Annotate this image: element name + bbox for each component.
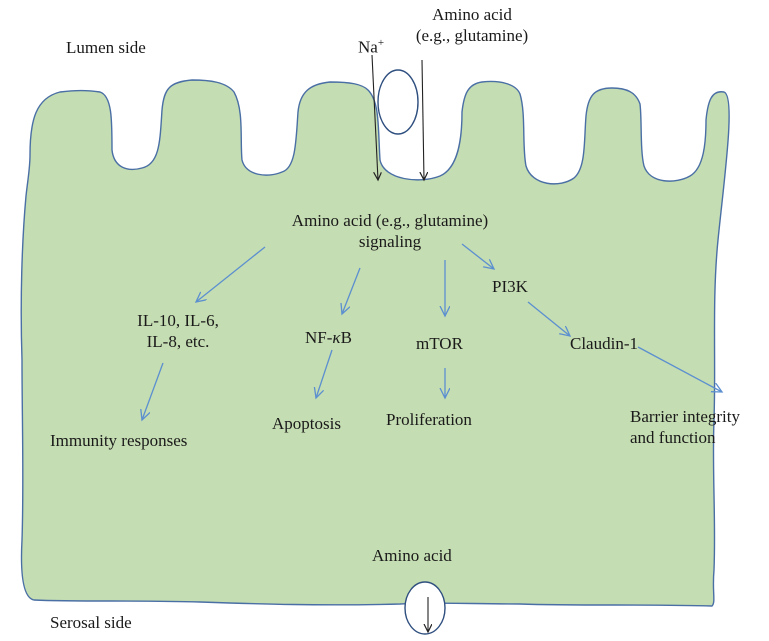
apoptosis-label: Apoptosis	[272, 413, 341, 434]
amino-acid-transport-arrow	[422, 60, 424, 180]
mtor-label: mTOR	[416, 333, 463, 354]
nfkb-prefix: NF-	[305, 328, 332, 347]
amino-acid-input-line2: (e.g., glutamine)	[382, 25, 562, 46]
apical-transporter	[378, 70, 418, 134]
serosal-side-label: Serosal side	[50, 612, 132, 633]
amino-acid-input-line1: Amino acid	[382, 4, 562, 25]
signaling-label: Amino acid (e.g., glutamine) signaling	[240, 210, 540, 252]
nfkb-kappa: κ	[332, 328, 340, 347]
barrier-line2: and function	[630, 427, 740, 448]
signaling-line2: signaling	[240, 231, 540, 252]
immunity-responses-label: Immunity responses	[50, 430, 187, 451]
barrier-label: Barrier integrity and function	[630, 406, 740, 448]
interleukins-label: IL-10, IL-6, IL-8, etc.	[108, 310, 248, 352]
lumen-side-label: Lumen side	[66, 37, 146, 58]
interleukins-line1: IL-10, IL-6,	[108, 310, 248, 331]
claudin-label: Claudin-1	[570, 333, 638, 354]
nfkb-suffix: B	[341, 328, 352, 347]
amino-acid-input-label: Amino acid (e.g., glutamine)	[382, 4, 562, 46]
interleukins-line2: IL-8, etc.	[108, 331, 248, 352]
barrier-line1: Barrier integrity	[630, 406, 740, 427]
amino-acid-output-label: Amino acid	[372, 545, 452, 566]
sodium-label: Na+	[358, 33, 384, 58]
pi3k-label: PI3K	[492, 276, 528, 297]
signaling-line1: Amino acid (e.g., glutamine)	[240, 210, 540, 231]
proliferation-label: Proliferation	[386, 409, 472, 430]
sodium-symbol: Na	[358, 38, 378, 57]
nfkb-label: NF-κB	[305, 327, 352, 348]
basolateral-transporter	[405, 582, 445, 634]
